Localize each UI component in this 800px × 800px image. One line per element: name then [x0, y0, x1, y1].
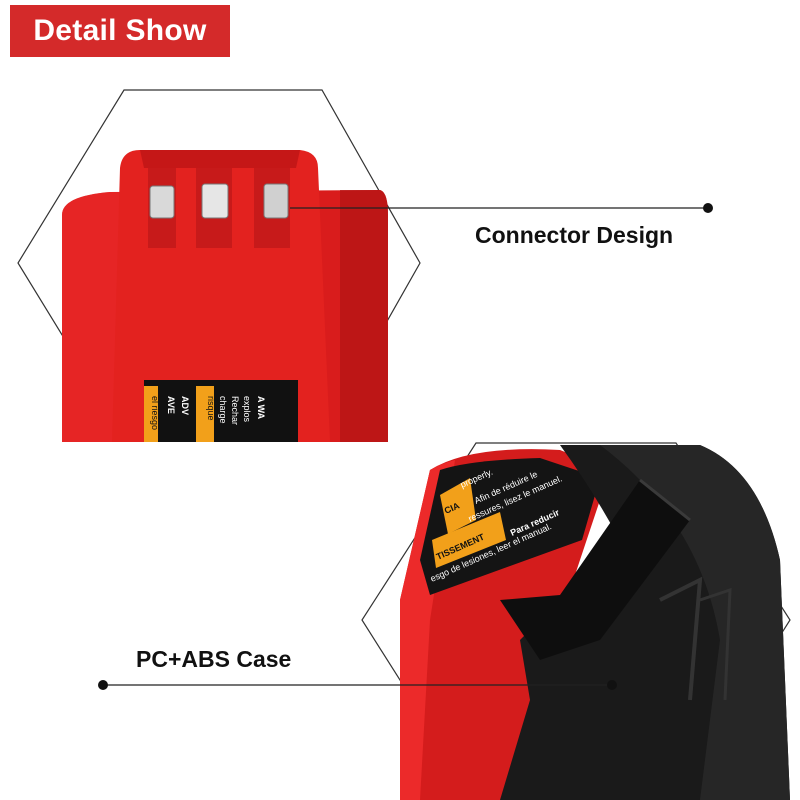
terminal-middle-icon	[201, 183, 229, 219]
case-material-label: PC+ABS Case	[136, 646, 292, 672]
top-label-line: explos	[242, 396, 252, 423]
banner-title: Detail Show	[33, 14, 207, 47]
case-callout-start-dot	[98, 680, 108, 690]
connector-design-label: Connector Design	[475, 222, 674, 248]
top-label-warn: AVE	[166, 396, 176, 414]
bottom-hexagon-frame	[361, 442, 791, 800]
terminal-left-icon	[149, 185, 175, 219]
top-label-line: el riesgo	[150, 396, 160, 430]
top-label-line: risque	[206, 396, 216, 421]
top-label-line: Rechar	[230, 396, 240, 425]
connector-callout-dot	[703, 203, 713, 213]
detail-show-banner: Detail Show	[10, 5, 230, 57]
battery-connector-image: A WA explos Rechar charge risque el ries…	[62, 150, 388, 442]
top-label-line: charge	[218, 396, 228, 424]
battery-case-image: properly. Afin de réduire le ressures, l…	[400, 445, 790, 800]
terminal-right-icon	[263, 183, 289, 219]
top-label-line: A WA	[256, 396, 266, 420]
case-callout-end-dot	[607, 680, 617, 690]
top-label-warn: ADV	[180, 396, 190, 415]
